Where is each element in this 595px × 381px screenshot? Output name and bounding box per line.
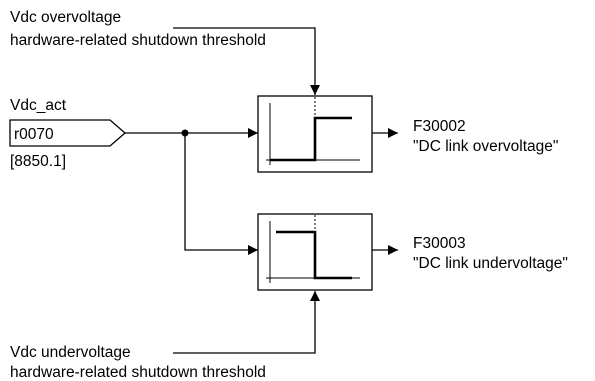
overvoltage-threshold-label-line1: Vdc overvoltage (10, 9, 121, 26)
overvoltage-fault-code: F30002 (413, 118, 466, 135)
undervoltage-fault-code: F30003 (413, 235, 466, 252)
input-reference: [8850.1] (10, 153, 66, 170)
undervoltage-threshold-line (173, 291, 320, 354)
overvoltage-comparator-block (257, 95, 373, 173)
undervoltage-threshold-label-line1: Vdc undervoltage (10, 344, 131, 361)
undervoltage-threshold-label-line2: hardware-related shutdown threshold (10, 364, 266, 381)
input-signal-name: Vdc_act (10, 97, 67, 114)
overvoltage-fault-text: "DC link overvoltage" (413, 138, 558, 155)
overvoltage-threshold-label-line2: hardware-related shutdown threshold (10, 32, 266, 49)
lower-comparator-input-wire (184, 133, 258, 255)
undervoltage-comparator-block (257, 213, 373, 291)
input-connector (9, 119, 126, 147)
overvoltage-threshold-line (173, 27, 320, 95)
input-parameter-number: r0070 (14, 126, 54, 143)
undervoltage-fault-text: "DC link undervoltage" (413, 255, 568, 272)
